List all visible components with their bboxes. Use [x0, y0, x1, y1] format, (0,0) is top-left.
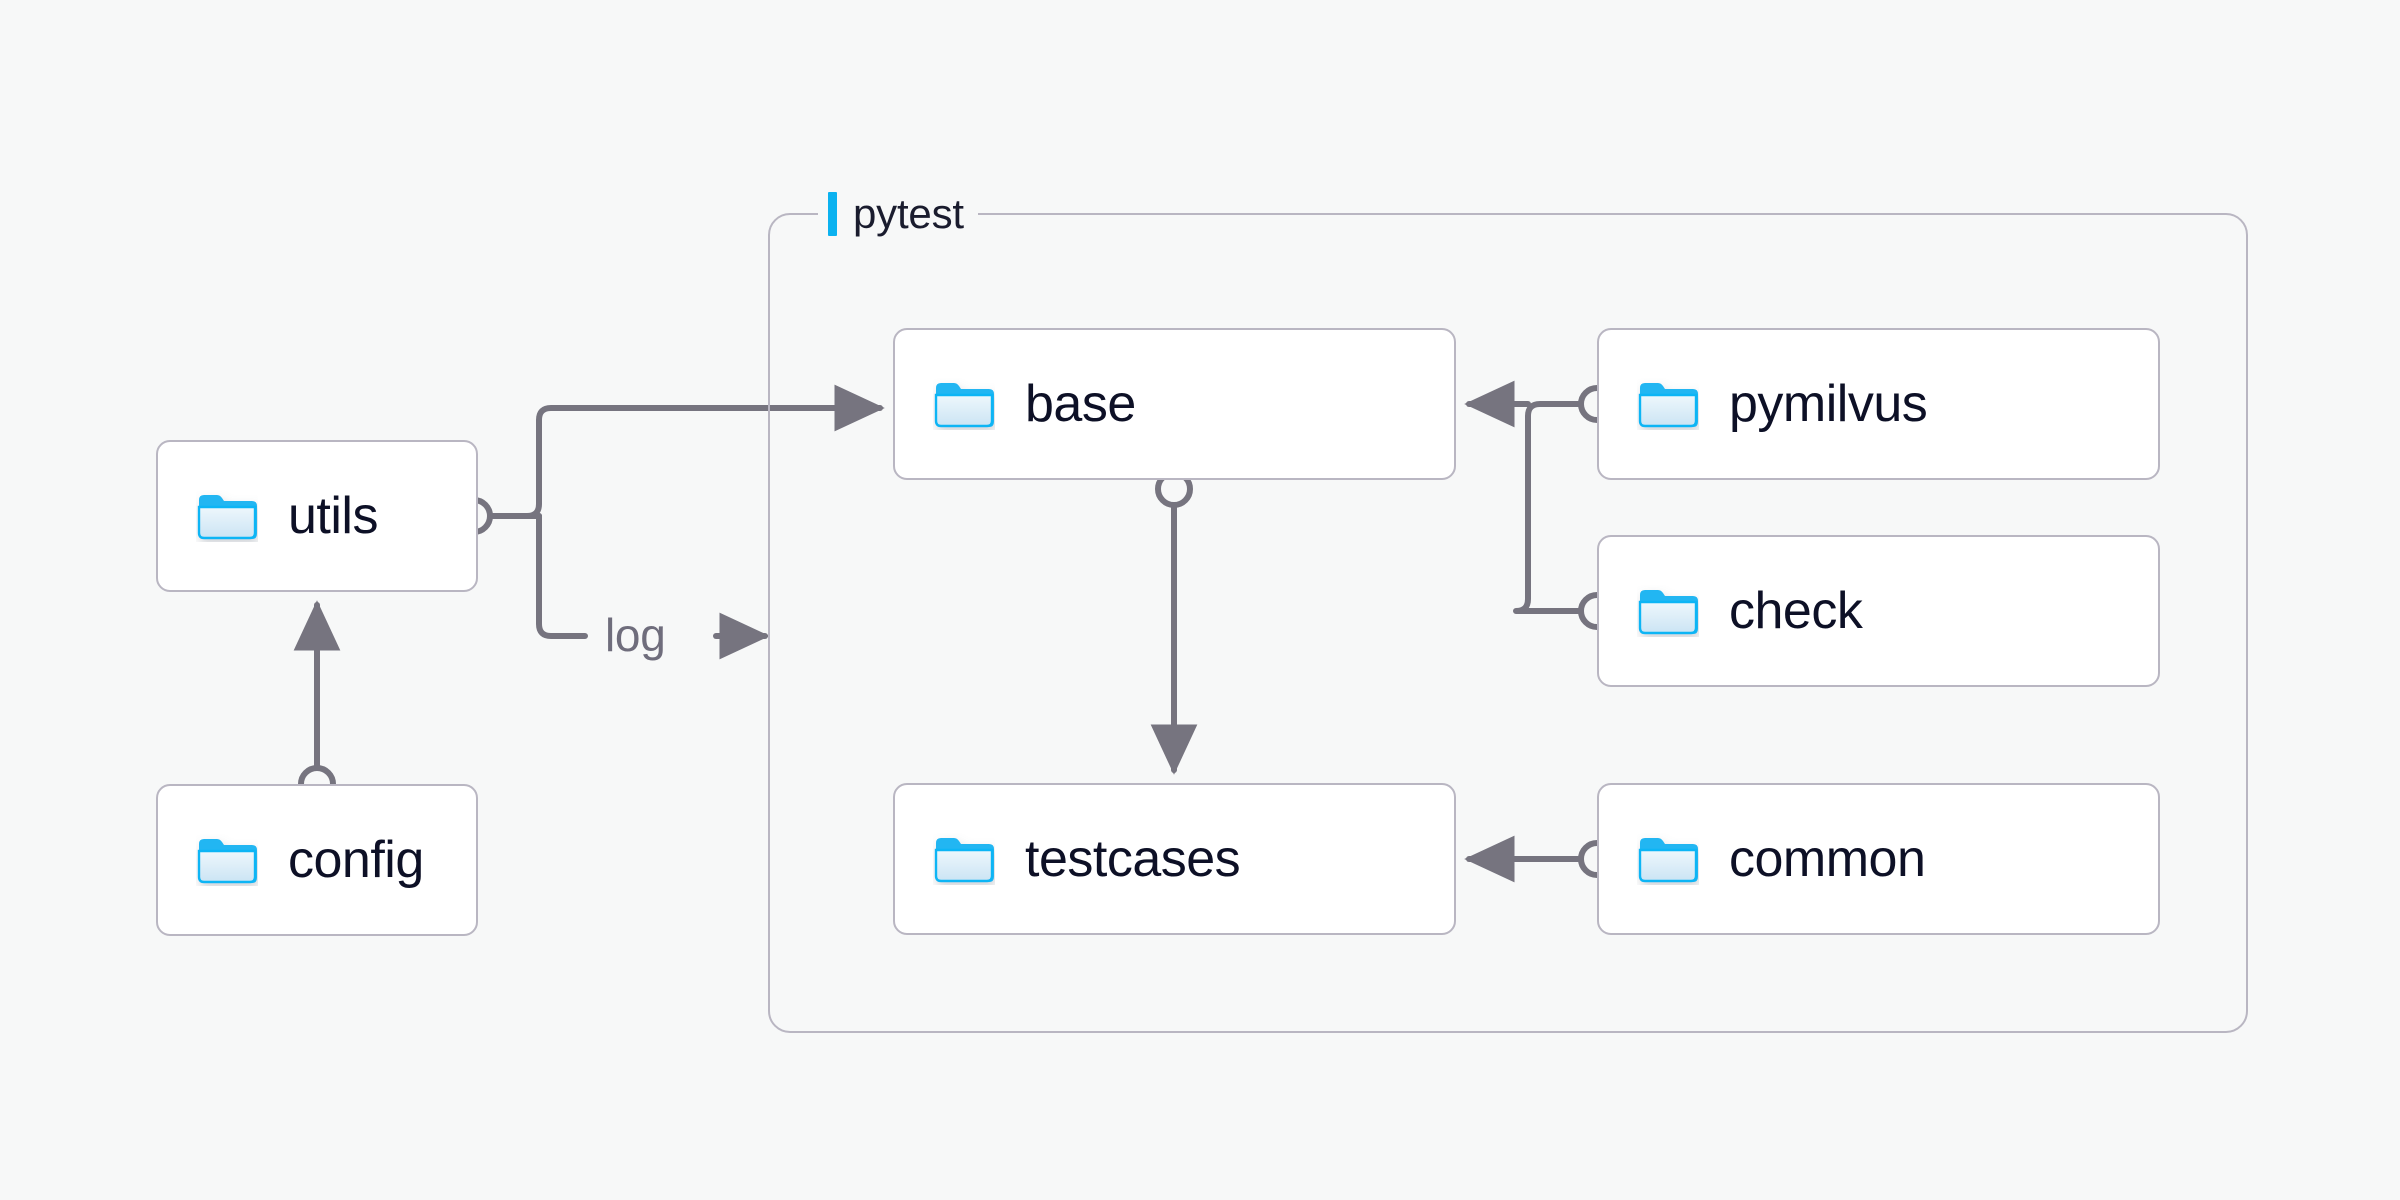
- node-check[interactable]: check: [1597, 535, 2160, 687]
- node-utils[interactable]: utils: [156, 440, 478, 592]
- node-label: testcases: [1025, 830, 1241, 888]
- edge-utils-to-log: [535, 513, 588, 639]
- folder-icon: [1638, 838, 1698, 883]
- node-common[interactable]: common: [1597, 783, 2160, 935]
- node-label: config: [288, 831, 424, 889]
- group-title: pytest: [853, 190, 964, 237]
- edge-label-log: log: [605, 608, 666, 662]
- folder-icon: [1638, 383, 1698, 428]
- node-base[interactable]: base: [893, 328, 1456, 480]
- accent-bar-icon: [828, 192, 837, 236]
- folder-icon: [934, 383, 994, 428]
- folder-icon: [1638, 590, 1698, 635]
- node-config[interactable]: config: [156, 784, 478, 936]
- pytest-group-container[interactable]: [768, 213, 2248, 1033]
- edge-label-text: log: [605, 609, 666, 661]
- folder-icon: [197, 495, 257, 540]
- node-label: base: [1025, 375, 1136, 433]
- node-label: common: [1729, 830, 1926, 888]
- folder-icon: [197, 839, 257, 884]
- pytest-group-label: pytest: [818, 188, 978, 240]
- node-testcases[interactable]: testcases: [893, 783, 1456, 935]
- node-label: pymilvus: [1729, 375, 1928, 433]
- folder-icon: [934, 838, 994, 883]
- node-label: check: [1729, 582, 1863, 640]
- node-pymilvus[interactable]: pymilvus: [1597, 328, 2160, 480]
- node-label: utils: [288, 487, 378, 545]
